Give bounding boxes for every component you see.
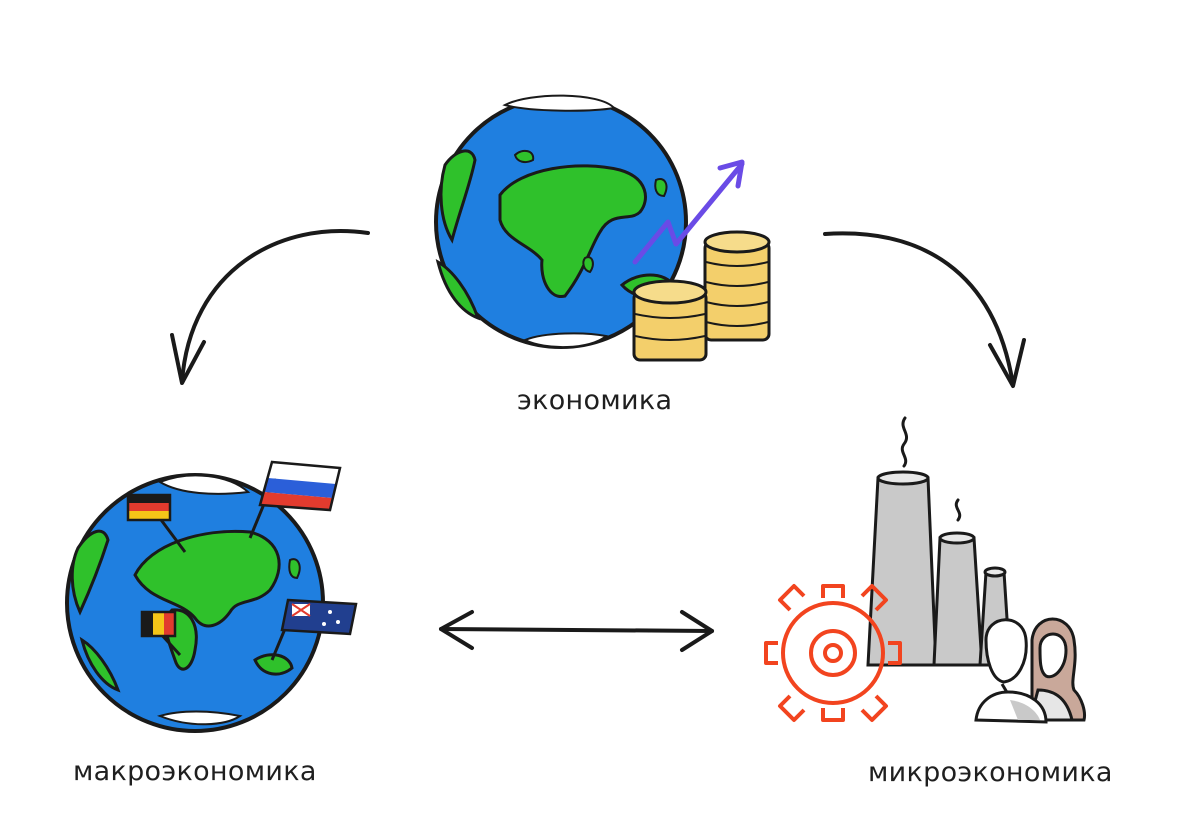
australia-flag-icon (270, 598, 358, 661)
arrow-left-down-icon (170, 228, 370, 385)
macro-globe-icon (65, 473, 325, 733)
germany-flag-icon (126, 493, 187, 553)
belgium-flag-icon (140, 610, 182, 657)
microeconomics-label: микроэкономика (868, 757, 1113, 788)
coin-stack-icon (632, 230, 771, 362)
macroeconomics-label: макроэкономика (73, 756, 317, 787)
rising-arrow-icon (632, 159, 745, 265)
gear-icon (764, 584, 902, 722)
economy-globe-icon (434, 94, 688, 349)
double-arrow-icon (439, 610, 714, 652)
factory-icon (866, 416, 1012, 667)
arrow-right-down-icon (823, 231, 1026, 388)
russia-flag-icon (248, 460, 342, 539)
people-icon (974, 617, 1086, 724)
economy-label: экономика (517, 385, 673, 416)
